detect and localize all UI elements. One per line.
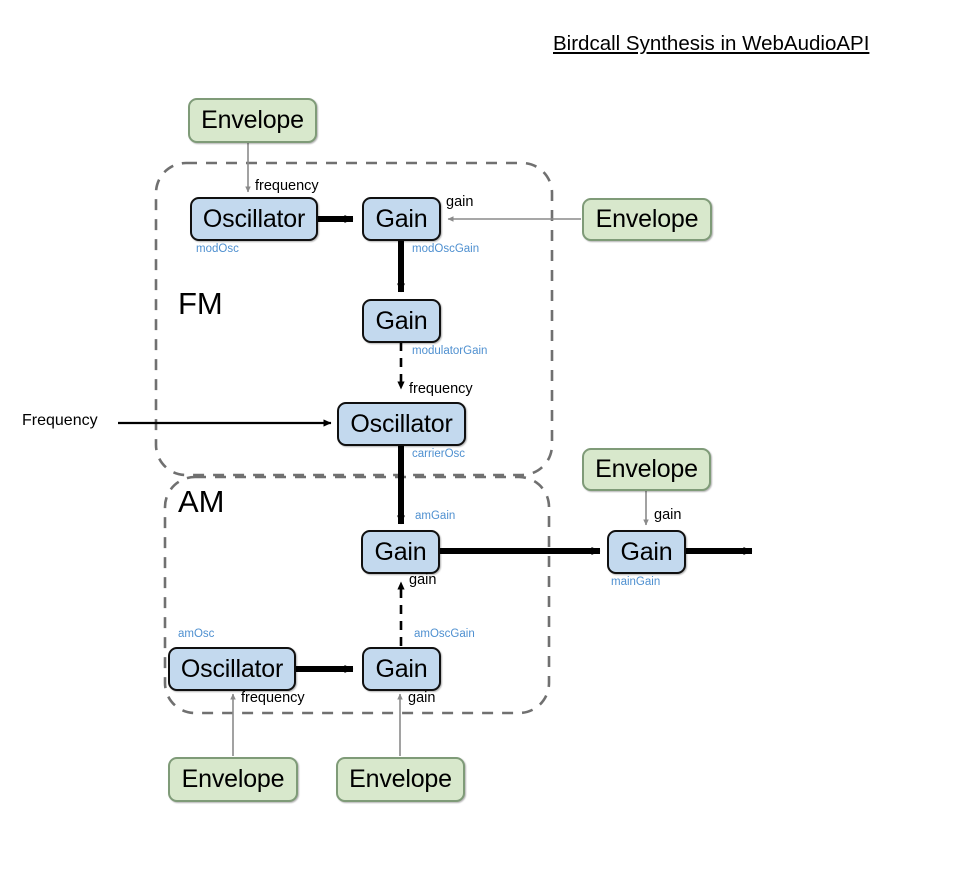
port-label-modoscgain-gain: gain [446, 194, 474, 210]
node-oscillator-amosc[interactable]: Oscillator [168, 647, 296, 691]
node-gain-amgain[interactable]: Gain [361, 530, 440, 574]
node-gain-maingain[interactable]: Gain [607, 530, 686, 574]
node-envelope-amoscgain-gain[interactable]: Envelope [336, 757, 465, 802]
port-label-amosc-frequency: frequency [241, 690, 305, 706]
port-label-amoscgain-gain: gain [408, 690, 436, 706]
port-label-modosc-frequency: frequency [255, 178, 319, 194]
node-gain-modoscgain[interactable]: Gain [362, 197, 441, 241]
node-oscillator-carrierosc[interactable]: Oscillator [337, 402, 466, 446]
var-label-modulatorgain: modulatorGain [412, 345, 488, 357]
var-label-maingain: mainGain [611, 576, 661, 588]
node-label: Envelope [181, 765, 285, 793]
node-label: Envelope [595, 205, 699, 233]
var-label-modoscgain: modOscGain [412, 243, 480, 255]
var-label-amosc: amOsc [178, 628, 215, 640]
node-label: Envelope [349, 765, 452, 793]
node-label: Gain [375, 306, 428, 335]
node-label: Oscillator [180, 654, 284, 683]
node-gain-modulatorgain[interactable]: Gain [362, 299, 441, 343]
node-envelope-amosc-frequency[interactable]: Envelope [168, 757, 298, 802]
node-label: Oscillator [202, 204, 306, 233]
group-label-am: AM [178, 484, 225, 519]
group-label-fm: FM [178, 286, 223, 321]
node-label: Gain [375, 654, 428, 683]
node-label: Gain [620, 537, 673, 566]
node-label: Envelope [595, 455, 698, 483]
node-label: Gain [375, 204, 428, 233]
node-label: Envelope [201, 106, 304, 134]
var-label-modosc: modOsc [196, 243, 239, 255]
node-label: Oscillator [350, 409, 453, 438]
var-label-carrierosc: carrierOsc [412, 448, 466, 460]
node-label: Gain [374, 537, 427, 566]
node-envelope-maingain-gain[interactable]: Envelope [582, 448, 711, 491]
port-label-maingain-gain: gain [654, 507, 682, 523]
page-title: Birdcall Synthesis in WebAudioAPI [553, 32, 870, 55]
node-envelope-modoscgain-gain[interactable]: Envelope [582, 198, 712, 241]
node-envelope-modosc-frequency[interactable]: Envelope [188, 98, 317, 143]
var-label-amgain: amGain [415, 510, 456, 522]
port-label-amgain-gain: gain [409, 572, 437, 588]
var-label-amoscgain: amOscGain [414, 628, 475, 640]
frequency-input-label: Frequency [22, 412, 98, 429]
port-label-carrierosc-frequency: frequency [409, 381, 473, 397]
node-oscillator-modosc[interactable]: Oscillator [190, 197, 318, 241]
node-gain-amoscgain[interactable]: Gain [362, 647, 441, 691]
